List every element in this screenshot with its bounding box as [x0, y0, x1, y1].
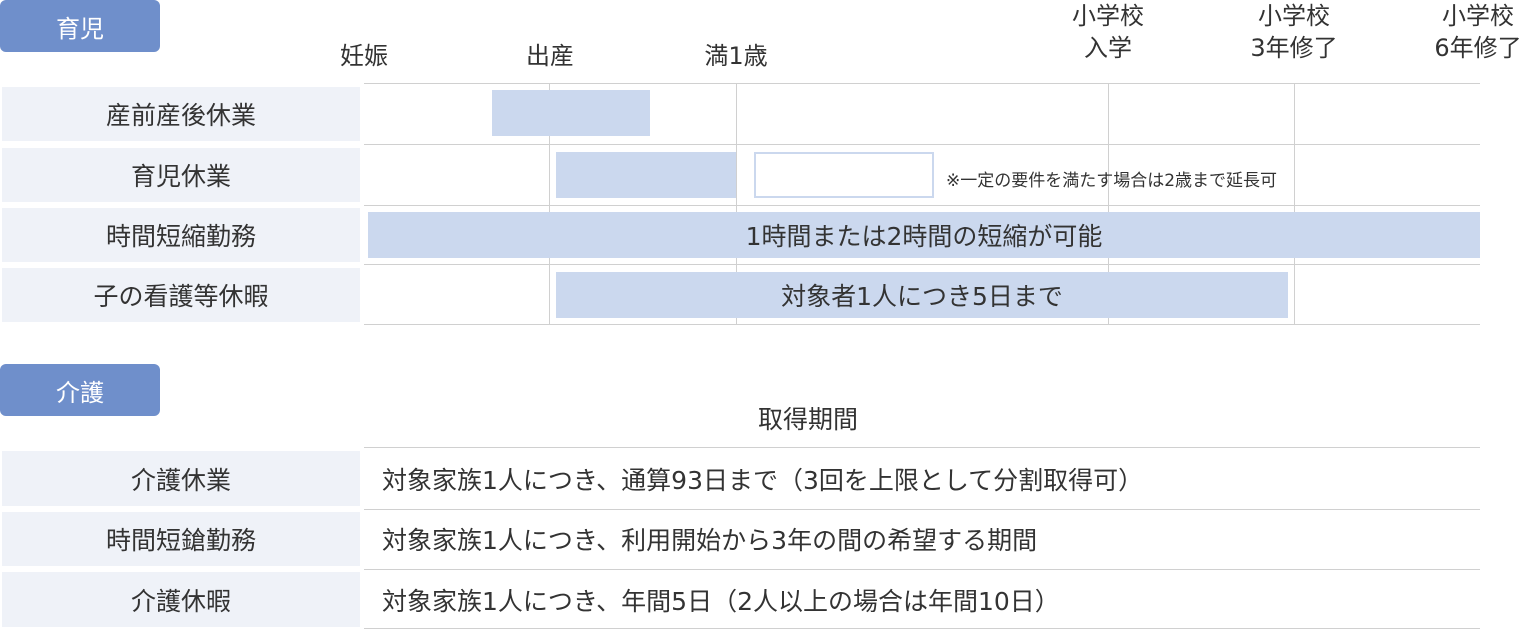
nursing-short-hours-period: 対象家族1人につき、利用開始から3年の間の希望する期間 [382, 526, 1038, 555]
column-header-period: 取得期間 [757, 405, 859, 434]
grid-line [364, 628, 1480, 629]
childcare-badge: 育児 [0, 0, 160, 52]
grid-line [364, 509, 1480, 510]
bar-childcare-leave [556, 152, 736, 198]
grid-line [364, 83, 1480, 84]
row-label-childcare-leave: 育児休業 [2, 148, 360, 202]
grid-line [364, 447, 1480, 448]
grid-line [364, 324, 1480, 325]
grid-line-age-1 [736, 83, 737, 325]
nursing-holiday-period: 対象家族1人につき、年間5日（2人以上の場合は年間10日） [382, 586, 1060, 616]
extension-note: ※一定の要件を満たす場合は2歳まで延長可 [946, 171, 1278, 191]
nursing-badge: 介護 [0, 364, 160, 416]
bar-childcare-leave-extension [754, 152, 934, 198]
milestone-birth: 出産 [526, 42, 574, 70]
grid-line [364, 264, 1480, 265]
bar-child-nursing-leave: 対象者1人につき5日まで [556, 272, 1288, 318]
milestone-elementary-entry: 小学校 入学 [1072, 2, 1144, 62]
milestone-pregnancy: 妊娠 [340, 42, 388, 70]
bar-short-hours: 1時間または2時間の短縮が可能 [368, 212, 1480, 258]
grid-line-birth [549, 83, 550, 325]
grid-line [364, 144, 1480, 145]
milestone-grade-6-complete: 小学校 6年修了 [1434, 2, 1522, 62]
grid-line-elementary-entry [1108, 83, 1109, 325]
milestone-age-1: 満1歳 [704, 42, 768, 70]
row-label-nursing-short-hours: 時間短鎗勤務 [2, 512, 360, 566]
grid-line-grade-3 [1294, 83, 1295, 325]
row-label-maternity-leave: 産前産後休業 [2, 87, 360, 141]
row-label-nursing-holiday: 介護休暇 [2, 572, 360, 627]
row-label-short-hours: 時間短縮勤務 [2, 208, 360, 262]
bar-maternity-leave [492, 90, 650, 136]
grid-line [364, 569, 1480, 570]
nursing-leave-period: 対象家族1人につき、通算93日まで（3回を上限として分割取得可） [382, 465, 1144, 495]
grid-line [364, 205, 1480, 206]
row-label-nursing-leave: 介護休業 [2, 451, 360, 506]
milestone-grade-3-complete: 小学校 3年修了 [1250, 2, 1338, 62]
row-label-child-nursing-leave: 子の看護等休暇 [2, 268, 360, 322]
